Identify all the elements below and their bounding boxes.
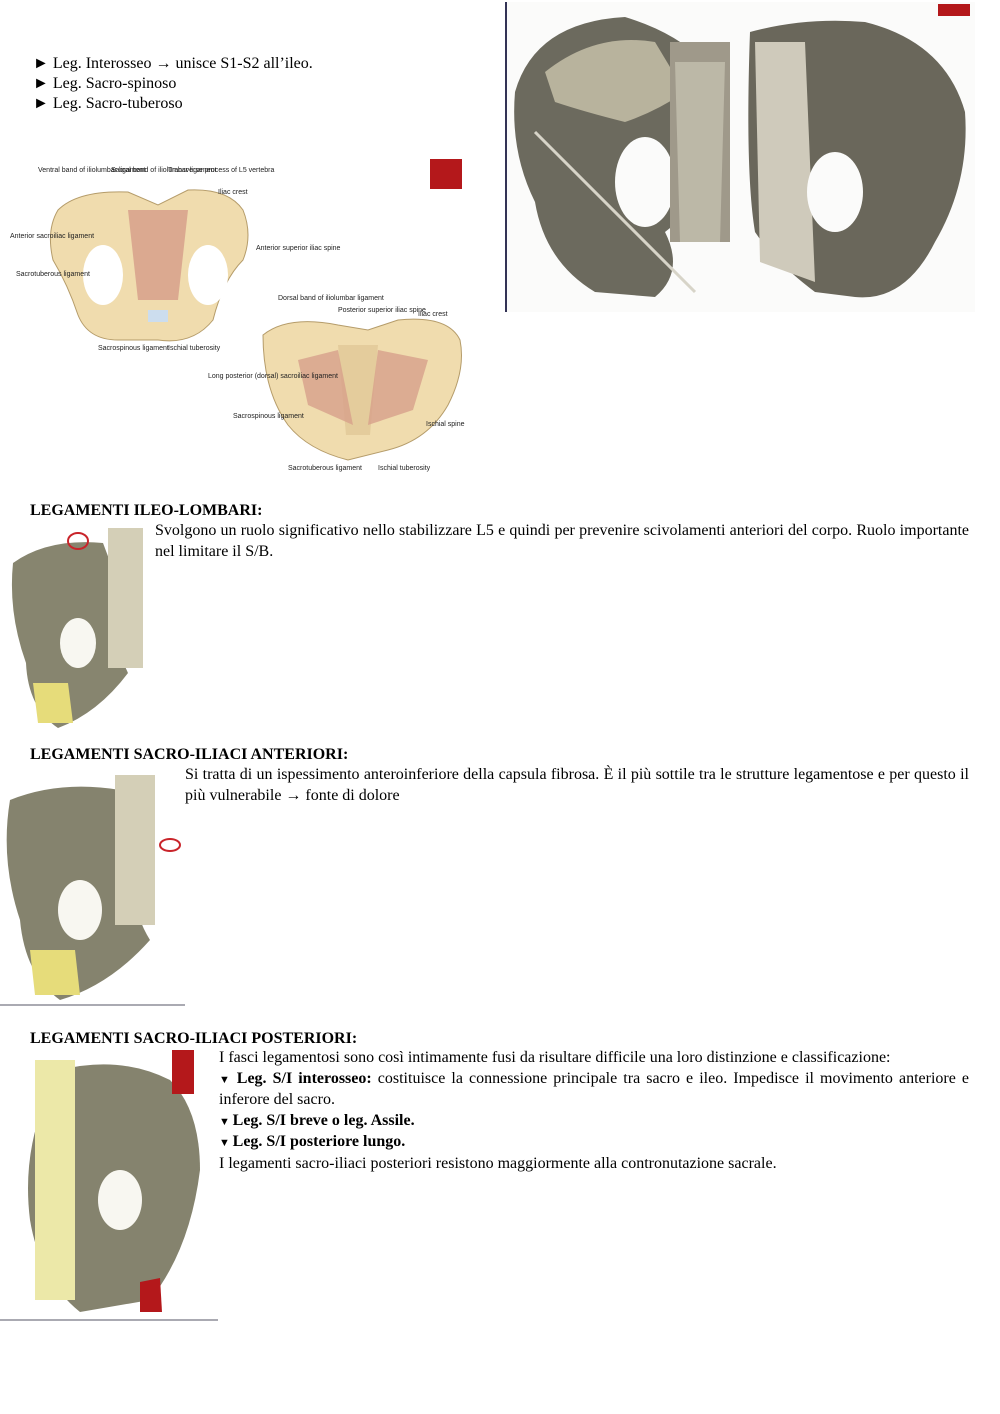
sacro-iliaci-posteriori-body: I fasci legamentosi sono così intimament… — [219, 1048, 969, 1174]
label-iliac-crest-b: Iliac crest — [418, 311, 448, 318]
heading-sacro-iliaci-anteriori: LEGAMENTI SACRO-ILIACI ANTERIORI: — [30, 746, 349, 763]
red-marker-square — [430, 159, 462, 189]
label-iliac-crest-a: Iliac crest — [218, 189, 248, 196]
label-sacrospinous-a: Sacrospinous ligament — [98, 345, 169, 352]
bullet-sacro-spinoso: ► Leg. Sacro-spinoso — [33, 75, 177, 92]
list-item-posteriore-lungo: ▼ Leg. S/I posteriore lungo. — [219, 1132, 969, 1154]
label-ventral-band: Ventral band of iliolumbar ligament — [38, 167, 145, 174]
label-sacral-band: Sacral band of iliolumbar ligament — [111, 167, 216, 174]
item-breve-bold: Leg. S/I breve o leg. Assile. — [232, 1111, 415, 1129]
label-l5-transverse: Transverse process of L5 vertebra — [168, 167, 274, 174]
item-lungo-bold: Leg. S/I posteriore lungo. — [232, 1133, 406, 1150]
posterior-sacroiliac-illustration — [0, 1050, 218, 1322]
list-item-breve: ▼ Leg. S/I breve o leg. Assile. — [219, 1111, 969, 1133]
label-sacrospinous-b: Sacrospinous ligament — [233, 413, 304, 420]
label-long-posterior: Long posterior (dorsal) sacroiliac ligam… — [208, 373, 338, 380]
label-ischial-tuberosity-b: Ischial tuberosity — [378, 465, 431, 472]
label-sacrotuberous-a: Sacrotuberous ligament — [16, 271, 90, 278]
pelvis-ligaments-drawing: Ventral band of iliolumbar ligament Sacr… — [8, 150, 478, 490]
item-interosseo-bold: Leg. S/I interosseo: — [236, 1069, 372, 1087]
text-posteriori-intro: I fasci legamentosi sono così intimament… — [219, 1049, 891, 1066]
intro-bullet-list: ► Leg. Interosseo → unisce S1-S2 all’ile… — [33, 54, 313, 114]
heading-sacro-iliaci-posteriori: LEGAMENTI SACRO-ILIACI POSTERIORI: — [30, 1030, 358, 1047]
label-sacrotuberous-b: Sacrotuberous ligament — [288, 465, 362, 472]
bullet-sacro-tuberoso: ► Leg. Sacro-tuberoso — [33, 95, 183, 112]
label-asis: Anterior superior iliac spine — [256, 245, 341, 252]
iliolumbar-illustration — [8, 523, 154, 731]
text-ileo-lombari: Svolgono un ruolo significativo nello st… — [155, 522, 969, 560]
bullet-interosseo: ► Leg. Interosseo → unisce S1-S2 all’ile… — [33, 55, 313, 72]
triangle-bullet-icon: ▼ — [219, 1115, 233, 1128]
list-item-interosseo: ▼ Leg. S/I interosseo: costituisce la co… — [219, 1069, 969, 1111]
label-ischial-spine: Ischial spine — [426, 421, 465, 428]
text-posteriori-closing: I legamenti sacro-iliaci posteriori resi… — [219, 1154, 777, 1172]
item-interosseo-text: costituisce la connessione principale tr… — [219, 1069, 970, 1109]
label-anterior-sacroiliac: Anterior sacroiliac ligament — [10, 233, 94, 240]
text-sacro-iliaci-anteriori: Si tratta di un ispessimento anteroinfer… — [185, 766, 969, 804]
heading-ileo-lombari: LEGAMENTI ILEO-LOMBARI: — [30, 502, 263, 519]
label-dorsal-band: Dorsal band of iliolumbar ligament — [278, 295, 384, 302]
label-psis: Posterior superior iliac spine — [338, 307, 426, 314]
label-ischial-tuberosity-a: Ischial tuberosity — [168, 345, 221, 352]
triangle-bullet-icon: ▼ — [219, 1073, 237, 1086]
triangle-bullet-icon: ▼ — [219, 1137, 233, 1149]
pelvis-ligaments-photo — [505, 2, 975, 312]
anterior-sacroiliac-illustration — [0, 770, 185, 1006]
